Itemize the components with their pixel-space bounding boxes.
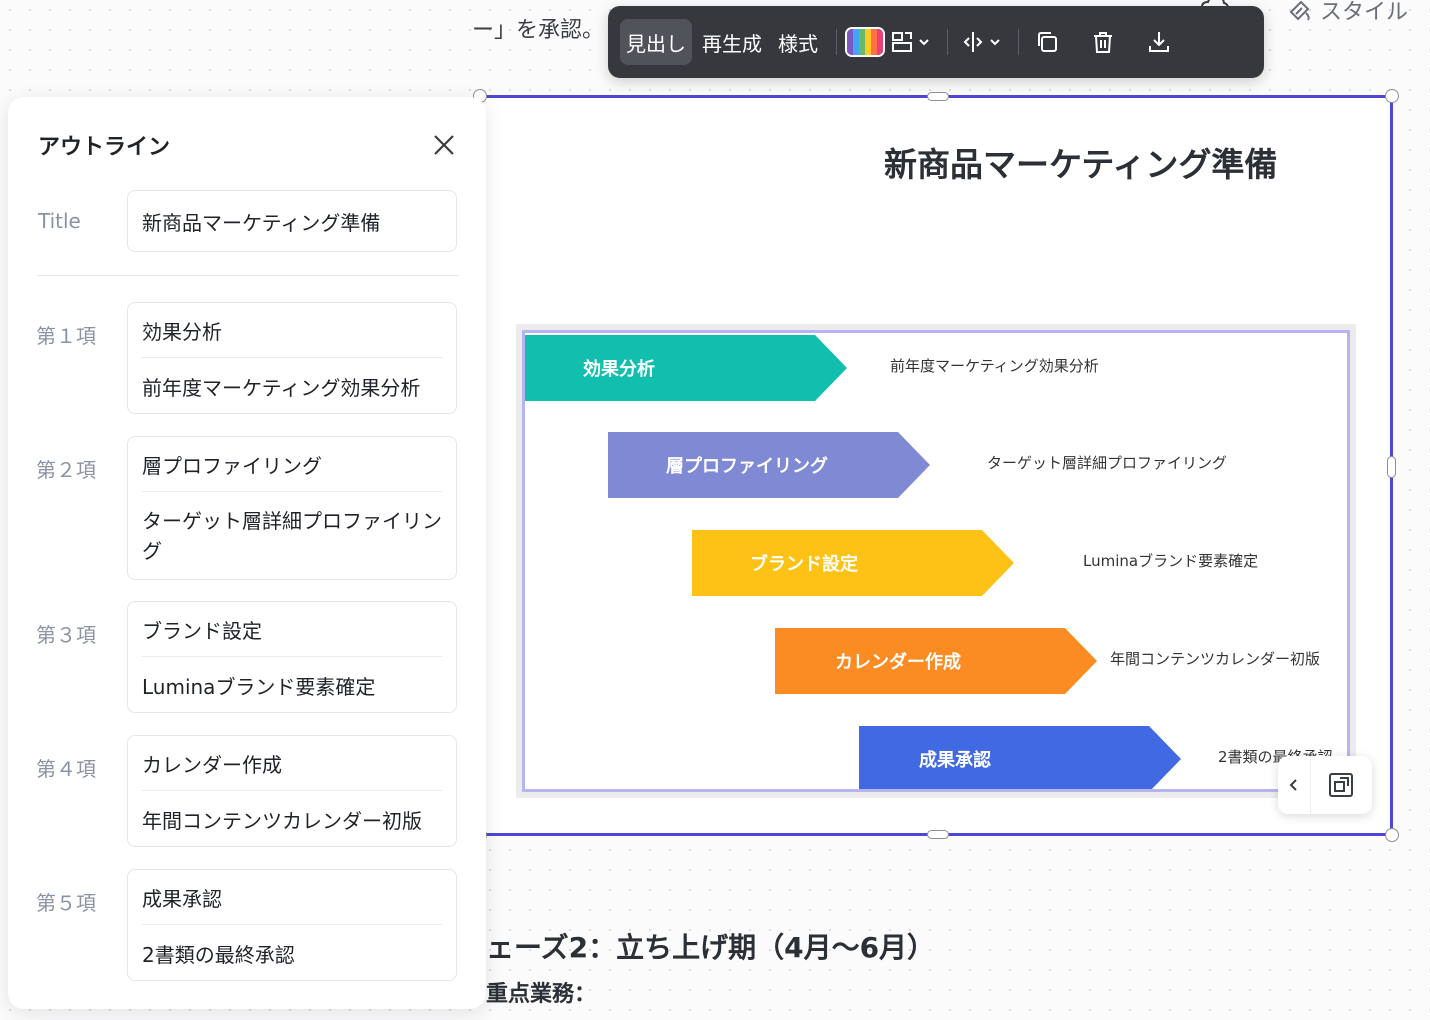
step-desc-1: 前年度マーケティング効果分析	[890, 357, 1099, 375]
item-heading-field[interactable]: 層プロファイリング	[142, 453, 322, 478]
step-label: 成果承認	[919, 750, 991, 771]
outline-panel: アウトライン Title 新商品マーケティング準備 第１項 効果分析 前年度マー…	[8, 97, 486, 1009]
step-desc-3: Luminaブランド要素確定	[1083, 552, 1259, 570]
layout-icon	[892, 32, 929, 52]
format-button[interactable]: 様式	[778, 31, 818, 56]
resize-handle-bottom-right[interactable]	[1385, 828, 1399, 842]
section-subheading: 重点業務：	[486, 982, 597, 1007]
section-heading: ェーズ2：立ち上げ期（4月～6月）	[486, 931, 936, 964]
palette-swatch	[877, 29, 883, 55]
style-link-label: スタイル	[1320, 0, 1409, 25]
expand-button[interactable]	[1309, 756, 1372, 814]
direction-dropdown-button[interactable]	[956, 19, 1010, 65]
copy-icon	[1038, 32, 1057, 52]
step-label: 効果分析	[583, 359, 655, 380]
outline-item-3[interactable]: ブランド設定 Luminaブランド要素確定	[127, 601, 457, 713]
palette-swatch	[853, 29, 859, 55]
download-button[interactable]	[1139, 19, 1179, 65]
collapse-button[interactable]	[1278, 756, 1310, 814]
title-field[interactable]: 新商品マーケティング準備	[142, 210, 381, 235]
item-detail-field[interactable]: 前年度マーケティング効果分析	[142, 375, 421, 400]
split-direction-icon	[963, 32, 1000, 52]
trash-icon	[1094, 32, 1112, 53]
item-heading-field[interactable]: 成果承認	[142, 886, 222, 911]
chevron-left-icon	[1289, 779, 1297, 791]
palette-swatch	[847, 29, 853, 55]
item-label-1: 第１項	[36, 324, 96, 348]
heading-button[interactable]: 見出し	[620, 19, 692, 65]
step-label: 層プロファイリング	[666, 456, 828, 477]
layout-dropdown-button[interactable]	[885, 19, 939, 65]
field-divider	[142, 790, 442, 791]
field-divider	[142, 357, 442, 358]
duplicate-button[interactable]	[1027, 19, 1067, 65]
palette-swatch	[865, 29, 871, 55]
step-label: ブランド設定	[750, 554, 858, 575]
field-divider	[142, 656, 442, 657]
step-arrow-5[interactable]: 成果承認	[859, 726, 1181, 792]
item-detail-field[interactable]: ターゲット層詳細プロファイリング	[142, 509, 442, 563]
palette-swatch	[859, 29, 865, 55]
toolbar-divider	[836, 29, 837, 55]
field-divider	[142, 491, 442, 492]
item-label-4: 第４項	[36, 757, 96, 781]
resize-handle-right[interactable]	[1387, 456, 1396, 478]
slide-mini-toolbar	[1278, 756, 1372, 814]
color-palette-icon	[845, 27, 885, 57]
item-heading-field[interactable]: 効果分析	[142, 319, 222, 344]
outline-item-1[interactable]: 効果分析 前年度マーケティング効果分析	[127, 302, 457, 414]
title-card[interactable]: 新商品マーケティング準備	[127, 190, 457, 252]
item-label-3: 第３項	[36, 623, 96, 647]
toolbar-divider	[947, 29, 948, 55]
step-arrow-4[interactable]: カレンダー作成	[775, 628, 1097, 694]
paint-brush-icon	[1289, 0, 1310, 21]
regenerate-button[interactable]: 再生成	[702, 31, 762, 56]
step-label: カレンダー作成	[835, 652, 961, 673]
outline-item-5[interactable]: 成果承認 2書類の最終承認	[127, 869, 457, 981]
resize-handle-top-right[interactable]	[1385, 89, 1399, 103]
outline-item-2[interactable]: 層プロファイリング ターゲット層詳細プロファイリング	[127, 436, 457, 580]
close-icon[interactable]	[430, 131, 458, 159]
title-row-label: Title	[38, 209, 81, 233]
color-palette-button[interactable]	[845, 19, 885, 65]
item-label-5: 第５項	[36, 891, 96, 915]
step-arrow-3[interactable]: ブランド設定	[692, 530, 1014, 596]
step-arrow-1[interactable]: 効果分析	[525, 335, 847, 401]
process-diagram[interactable]: 効果分析 前年度マーケティング効果分析 層プロファイリング ターゲット層詳細プロ…	[516, 324, 1356, 798]
delete-button[interactable]	[1083, 19, 1123, 65]
panel-divider	[38, 275, 458, 276]
toolbar-divider	[1018, 29, 1019, 55]
step-arrow-2[interactable]: 層プロファイリング	[608, 432, 930, 498]
item-label-2: 第２項	[36, 458, 96, 482]
item-heading-field[interactable]: ブランド設定	[142, 618, 262, 643]
outline-item-4[interactable]: カレンダー作成 年間コンテンツカレンダー初版	[127, 735, 457, 847]
resize-handle-top[interactable]	[927, 92, 949, 101]
item-detail-field[interactable]: Luminaブランド要素確定	[142, 674, 376, 699]
item-detail-field[interactable]: 2書類の最終承認	[142, 942, 295, 967]
resize-handle-bottom[interactable]	[927, 830, 949, 839]
item-detail-field[interactable]: 年間コンテンツカレンダー初版	[142, 808, 422, 833]
panel-title: アウトライン	[38, 135, 171, 160]
field-divider	[142, 924, 442, 925]
style-link[interactable]: スタイル	[1288, 0, 1408, 26]
step-desc-2: ターゲット層詳細プロファイリング	[987, 454, 1228, 472]
download-icon	[1149, 32, 1169, 52]
process-diagram-area: 効果分析 前年度マーケティング効果分析 層プロファイリング ターゲット層詳細プロ…	[522, 330, 1350, 792]
step-desc-4: 年間コンテンツカレンダー初版	[1110, 650, 1321, 668]
item-heading-field[interactable]: カレンダー作成	[142, 752, 282, 777]
floating-toolbar: 見出し 再生成 様式	[608, 6, 1264, 78]
slide-title[interactable]: 新商品マーケティング準備	[884, 145, 1278, 184]
document-snippet: ー」を承認。	[472, 18, 605, 43]
palette-swatch	[871, 29, 877, 55]
expand-icon	[1329, 773, 1354, 797]
